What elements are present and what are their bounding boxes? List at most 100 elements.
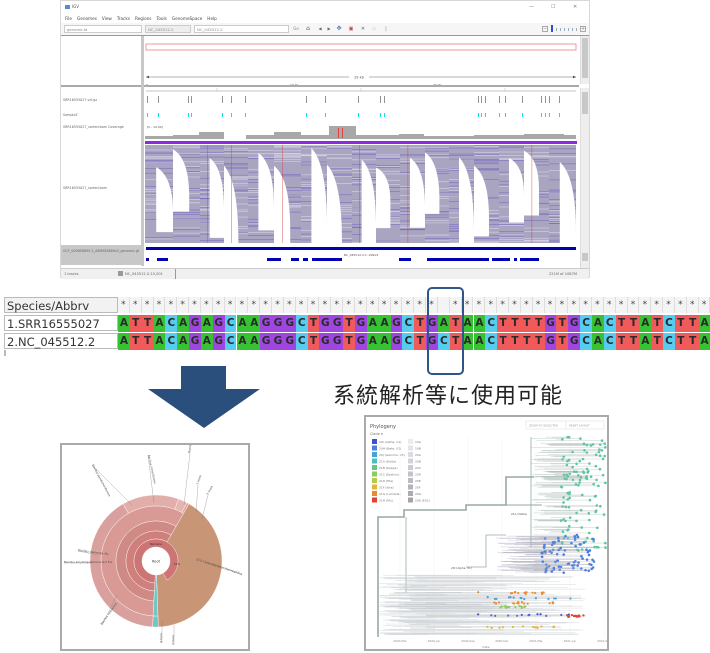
nucleotide-cell[interactable]: G xyxy=(331,333,344,350)
nucleotide-cell[interactable]: A xyxy=(461,333,474,350)
popup-info-icon[interactable]: ▭ xyxy=(371,26,377,32)
track-label-gff[interactable]: GCF_009858895.2_ASM985889v3_genomic.gff.… xyxy=(63,249,139,253)
nucleotide-cell[interactable]: C xyxy=(295,333,308,350)
nucleotide-cell[interactable]: A xyxy=(378,315,391,332)
nucleotide-cell[interactable]: G xyxy=(189,333,201,350)
nucleotide-cell[interactable]: C xyxy=(485,315,498,332)
nucleotide-cell[interactable]: T xyxy=(651,315,664,332)
genome-select[interactable]: genome.fa xyxy=(64,25,142,33)
nucleotide-cell[interactable]: G xyxy=(390,333,403,350)
chromosome-ideogram[interactable] xyxy=(145,43,577,51)
nucleotide-cell[interactable]: T xyxy=(686,315,699,332)
nucleotide-cell[interactable]: G xyxy=(426,333,438,350)
zoom-in-button[interactable]: + xyxy=(580,26,586,32)
nucleotide-cell[interactable]: G xyxy=(319,315,332,332)
nucleotide-cell[interactable]: T xyxy=(414,315,427,332)
nucleotide-cell[interactable]: T xyxy=(141,315,154,332)
close-button[interactable]: ✕ xyxy=(573,4,578,10)
alignment-row-label[interactable]: 2.NC_045512.2 xyxy=(4,333,118,349)
nucleotide-cell[interactable]: A xyxy=(473,333,486,350)
nucleotide-cell[interactable]: A xyxy=(200,315,213,332)
menu-genomespace[interactable]: GenomeSpace xyxy=(171,15,203,21)
track-label-coverage[interactable]: SRR16555027_sorted.bam Coverage xyxy=(63,125,124,129)
nucleotide-cell[interactable]: A xyxy=(378,333,391,350)
nucleotide-cell[interactable]: T xyxy=(343,333,355,350)
nucleotide-cell[interactable]: G xyxy=(260,315,273,332)
maximize-button[interactable]: ☐ xyxy=(551,4,556,10)
nucleotide-cell[interactable]: G xyxy=(544,333,557,350)
menu-help[interactable]: Help xyxy=(207,15,217,21)
menu-genomes[interactable]: Genomes xyxy=(77,15,97,21)
forward-icon[interactable]: ▶ xyxy=(327,26,331,31)
nucleotide-cell[interactable]: G xyxy=(426,315,438,332)
nucleotide-cell[interactable]: T xyxy=(615,333,628,350)
nucleotide-cell[interactable]: T xyxy=(129,315,142,332)
ruler-scrollbar[interactable] xyxy=(580,36,589,84)
nucleotide-cell[interactable]: T xyxy=(414,333,427,350)
nucleotide-cell[interactable]: C xyxy=(580,315,592,332)
nucleotide-cell[interactable]: G xyxy=(568,315,581,332)
feature-scrollbar[interactable] xyxy=(580,248,589,268)
nucleotide-cell[interactable]: A xyxy=(698,333,710,350)
menu-view[interactable]: View xyxy=(101,15,112,21)
nucleotide-cell[interactable]: C xyxy=(165,333,178,350)
cds-features[interactable] xyxy=(146,258,539,261)
chromosome-select[interactable]: NC_045512.2 xyxy=(145,25,191,33)
nucleotide-cell[interactable]: A xyxy=(366,315,379,332)
locus-input[interactable]: NC_045512.2 xyxy=(194,25,289,33)
nucleotide-cell[interactable]: C xyxy=(663,315,675,332)
nucleotide-cell[interactable]: G xyxy=(331,315,344,332)
home-icon[interactable]: ⌂ xyxy=(306,25,310,32)
nucleotide-cell[interactable]: T xyxy=(509,333,521,350)
sample-genotype-track[interactable] xyxy=(147,113,560,117)
nucleotide-cell[interactable]: C xyxy=(603,333,616,350)
nucleotide-cell[interactable]: A xyxy=(473,315,486,332)
menu-tools[interactable]: Tools xyxy=(156,15,167,21)
track-label-bam[interactable]: SRR16555027_sorted.bam xyxy=(63,186,107,190)
nucleotide-cell[interactable]: T xyxy=(556,315,569,332)
nucleotide-cell[interactable]: T xyxy=(556,333,569,350)
nucleotide-cell[interactable]: T xyxy=(615,315,628,332)
nucleotide-cell[interactable]: T xyxy=(520,333,533,350)
nucleotide-cell[interactable]: T xyxy=(532,333,545,350)
reset-layout-button[interactable] xyxy=(565,420,605,430)
nucleotide-cell[interactable]: A xyxy=(592,333,604,350)
nucleotide-cell[interactable]: C xyxy=(165,315,178,332)
nucleotide-cell[interactable]: G xyxy=(189,315,201,332)
nucleotide-cell[interactable]: C xyxy=(295,315,308,332)
refresh-icon[interactable]: ✥ xyxy=(336,25,342,32)
coverage-track[interactable] xyxy=(145,126,576,139)
nucleotide-cell[interactable]: A xyxy=(437,315,450,332)
nucleotide-cell[interactable]: T xyxy=(141,333,154,350)
nucleotide-cell[interactable]: G xyxy=(568,333,581,350)
nucleotide-cell[interactable]: T xyxy=(497,333,510,350)
minimize-button[interactable]: — xyxy=(529,4,534,10)
nucleotide-cell[interactable]: T xyxy=(627,315,640,332)
track-label-sample[interactable]: SampleZ xyxy=(63,113,78,117)
nucleotide-cell[interactable]: T xyxy=(532,315,545,332)
nucleotide-cell[interactable]: G xyxy=(272,333,284,350)
nucleotide-cell[interactable]: C xyxy=(224,333,237,350)
nucleotide-cell[interactable]: C xyxy=(437,333,450,350)
nucleotide-cell[interactable]: A xyxy=(177,315,190,332)
nucleotide-cell[interactable]: G xyxy=(544,315,557,332)
nucleotide-cell[interactable]: A xyxy=(461,315,474,332)
nucleotide-cell[interactable]: G xyxy=(283,333,296,350)
nucleotide-cell[interactable]: T xyxy=(307,315,320,332)
resize-icon[interactable]: ✕ xyxy=(360,26,366,32)
nucleotide-cell[interactable]: A xyxy=(153,315,166,332)
nucleotide-cell[interactable]: C xyxy=(663,333,675,350)
nucleotide-cell[interactable]: A xyxy=(236,333,249,350)
menu-regions[interactable]: Regions xyxy=(134,15,152,21)
nucleotide-cell[interactable]: T xyxy=(520,315,533,332)
nucleotide-cell[interactable]: A xyxy=(118,333,130,350)
nucleotide-cell[interactable]: C xyxy=(603,315,616,332)
nucleotide-cell[interactable]: A xyxy=(639,315,652,332)
nucleotide-cell[interactable]: A xyxy=(153,333,166,350)
nucleotide-cell[interactable]: T xyxy=(307,333,320,350)
nucleotide-cell[interactable]: T xyxy=(129,333,142,350)
zoom-out-button[interactable]: − xyxy=(542,26,548,32)
nucleotide-cell[interactable]: A xyxy=(698,315,710,332)
